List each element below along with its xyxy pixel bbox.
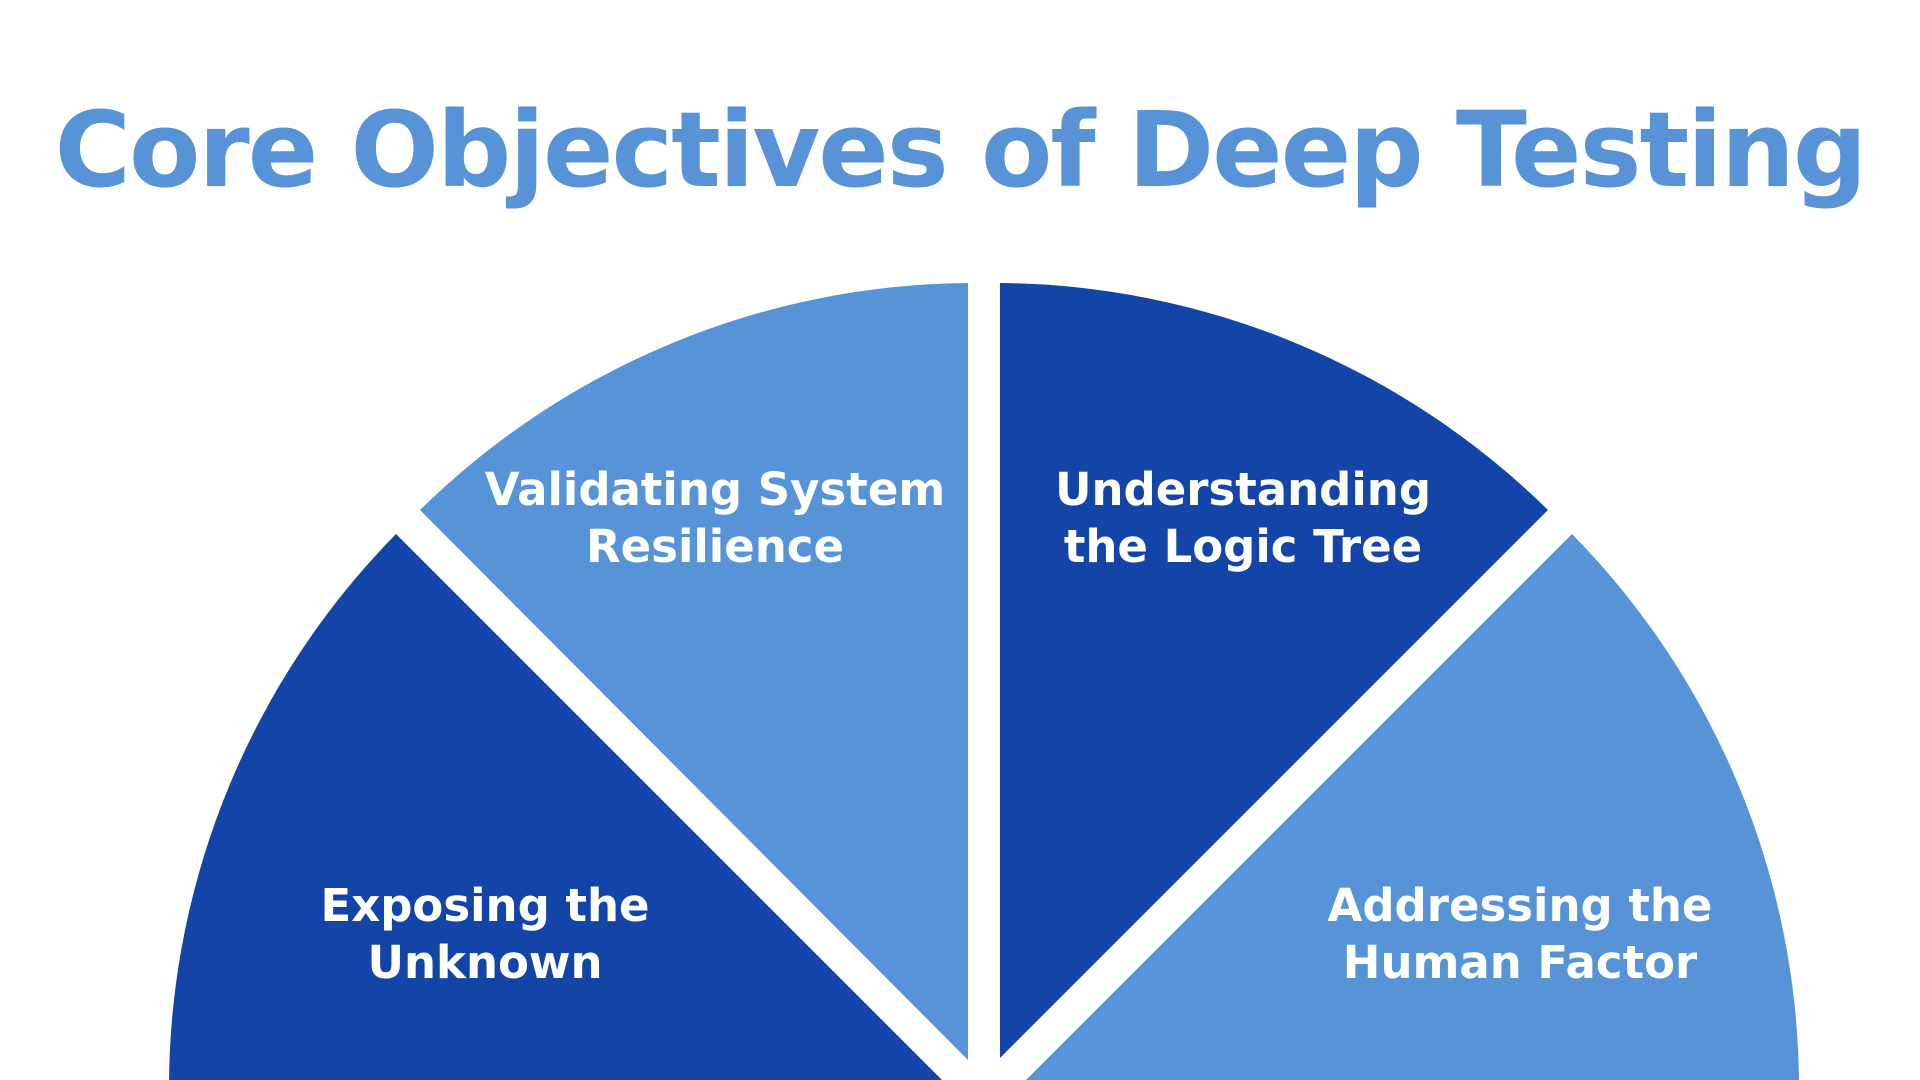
label-line: the Logic Tree <box>1063 520 1423 573</box>
label-exposing-the-unknown: Exposing the Unknown <box>225 877 745 991</box>
segment-understanding <box>1000 283 1548 1058</box>
segment-validating <box>420 283 968 1060</box>
label-line: Understanding <box>1054 463 1432 516</box>
label-addressing-the-human-factor: Addressing the Human Factor <box>1260 877 1780 991</box>
label-line: Human Factor <box>1342 936 1698 989</box>
segment-exposing <box>169 534 942 1080</box>
label-understanding-the-logic-tree: Understanding the Logic Tree <box>983 461 1503 575</box>
label-line: Resilience <box>586 520 844 573</box>
segment-addressing <box>1026 534 1799 1080</box>
label-line: Addressing the <box>1327 879 1713 932</box>
label-validating-system-resilience: Validating System Resilience <box>455 461 975 575</box>
label-line: Unknown <box>367 936 603 989</box>
page-title: Core Objectives of Deep Testing <box>54 89 1868 211</box>
label-line: Exposing the <box>320 879 650 932</box>
label-line: Validating System <box>484 463 946 516</box>
